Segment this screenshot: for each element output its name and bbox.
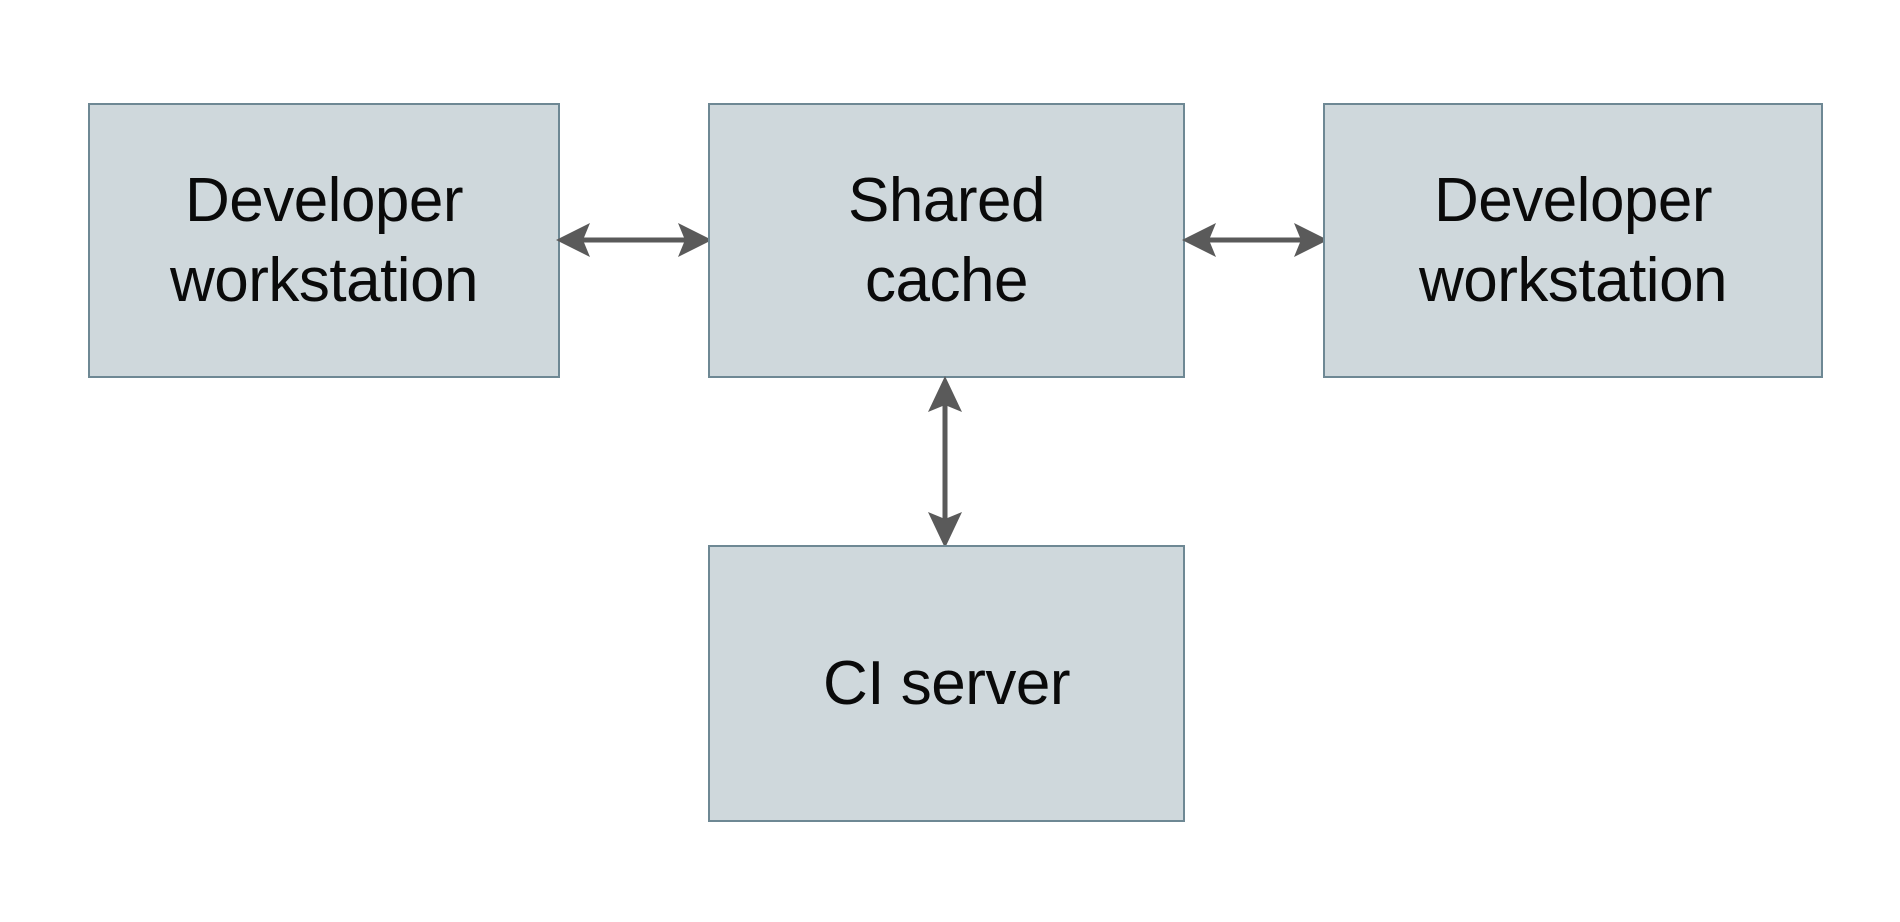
node-shared-cache[interactable]: Shared cache: [708, 103, 1185, 378]
arrowhead-left-icon: [556, 223, 590, 257]
connector-shared-cache-to-ci-server: [928, 376, 962, 548]
arrowhead-left-icon: [1182, 223, 1216, 257]
node-developer-workstation-left[interactable]: Developer workstation: [88, 103, 560, 378]
node-label: CI server: [823, 648, 1070, 718]
arrowhead-right-icon: [1294, 223, 1328, 257]
node-label: Developer workstation: [169, 165, 479, 315]
node-label: Developer workstation: [1418, 165, 1728, 315]
connector-developer-left-to-shared-cache: [556, 223, 712, 257]
arrowhead-up-icon: [928, 376, 962, 412]
connector-shared-cache-to-developer-right: [1182, 223, 1328, 257]
arrowhead-down-icon: [928, 512, 962, 548]
node-ci-server[interactable]: CI server: [708, 545, 1185, 822]
node-label: Shared cache: [848, 165, 1045, 315]
arrowhead-right-icon: [678, 223, 712, 257]
node-developer-workstation-right[interactable]: Developer workstation: [1323, 103, 1823, 378]
